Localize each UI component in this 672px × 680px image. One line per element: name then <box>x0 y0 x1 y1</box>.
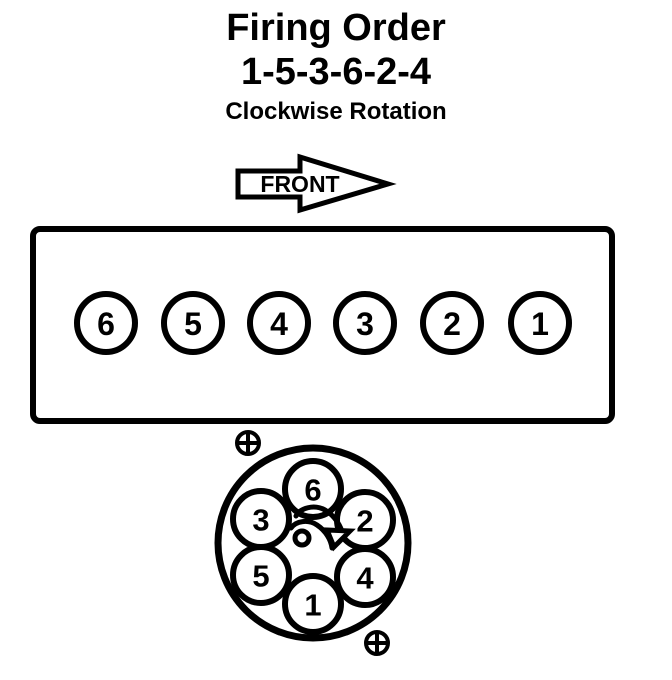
front-arrow-text: FRONT <box>260 171 339 197</box>
cylinder-circle <box>247 291 311 355</box>
engine-block-outline <box>30 226 615 424</box>
rotation-direction-label: Clockwise Rotation <box>225 98 447 125</box>
front-arrow-shape <box>235 153 397 214</box>
cylinder-5[interactable]: 5 <box>161 291 225 355</box>
distributor-terminal-4[interactable]: 4 <box>334 546 396 608</box>
terminal-circle <box>282 458 344 520</box>
distributor-terminal-5[interactable]: 5 <box>230 544 292 606</box>
rotor-pivot <box>292 528 312 548</box>
distributor-terminal-1[interactable]: 1 <box>282 573 344 635</box>
cylinder-circle <box>333 291 397 355</box>
cylinder-2[interactable]: 2 <box>420 291 484 355</box>
cylinder-1[interactable]: 1 <box>508 291 572 355</box>
terminal-circle <box>334 546 396 608</box>
terminal-label: 3 <box>252 503 269 538</box>
cylinder-circle <box>420 291 484 355</box>
cylinder-circle <box>161 291 225 355</box>
cylinder-label: 1 <box>531 306 549 342</box>
terminal-circle <box>282 573 344 635</box>
rotor-arrowhead <box>323 527 356 552</box>
cylinder-label: 3 <box>356 306 374 342</box>
cylinder-label: 4 <box>270 306 288 342</box>
cylinder-label: 6 <box>97 306 115 342</box>
rotor-clockwise-arrow-icon <box>288 504 356 552</box>
cylinder-3[interactable]: 3 <box>333 291 397 355</box>
terminal-label: 5 <box>252 559 269 594</box>
firing-order-sequence: 1-5-3-6-2-4 <box>240 51 432 93</box>
cylinder-6[interactable]: 6 <box>74 291 138 355</box>
page-title: Firing Order <box>226 7 446 49</box>
terminal-label: 4 <box>356 561 374 596</box>
terminal-circle <box>230 488 292 550</box>
cylinder-4[interactable]: 4 <box>247 291 311 355</box>
cylinder-group: 6 5 4 3 2 1 <box>74 291 572 355</box>
distributor-screw-upper-left <box>235 430 261 456</box>
distributor-screw-lower-right <box>364 630 390 656</box>
terminal-label: 2 <box>356 504 373 539</box>
front-arrow: FRONT <box>235 153 397 214</box>
distributor-terminal-6[interactable]: 6 <box>282 458 344 520</box>
cylinder-label: 2 <box>443 306 461 342</box>
distributor-cap[interactable]: 6 2 4 1 5 3 <box>214 444 412 642</box>
title-block: Firing Order 1-5-3-6-2-4 Clockwise Rotat… <box>0 0 672 127</box>
distributor-terminal-3[interactable]: 3 <box>230 488 292 550</box>
cylinder-circle <box>508 291 572 355</box>
distributor-terminal-2[interactable]: 2 <box>334 489 396 551</box>
cylinder-label: 5 <box>184 306 202 342</box>
terminal-label: 1 <box>304 588 321 623</box>
terminal-label: 6 <box>304 473 321 508</box>
rotor-arc-outer <box>293 504 346 538</box>
cylinder-circle <box>74 291 138 355</box>
